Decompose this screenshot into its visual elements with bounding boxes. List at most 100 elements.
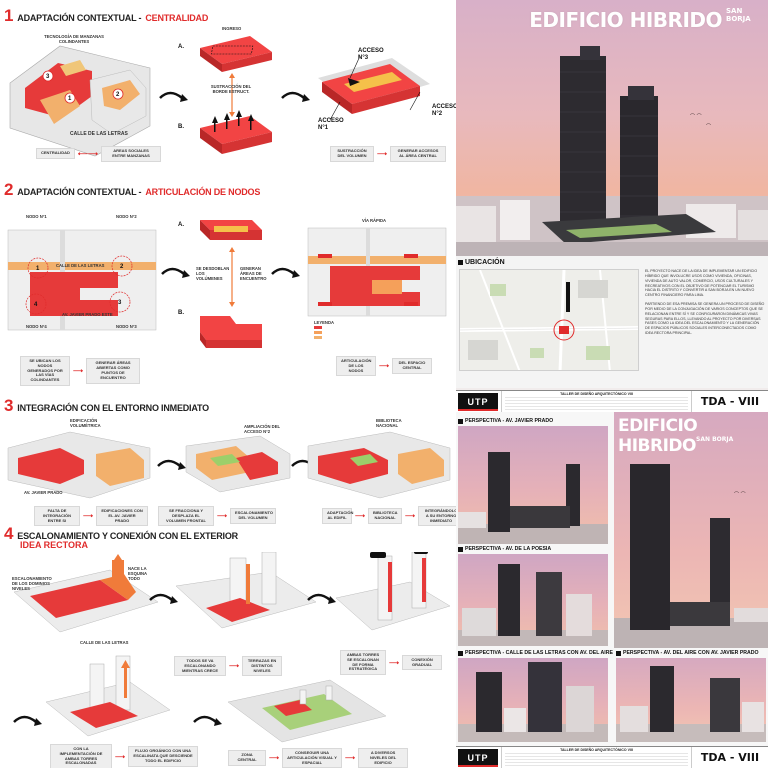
s4-diagram-1 [13, 554, 159, 633]
label-av-javier-3: AV. JAVIER PRADO [24, 490, 63, 495]
svg-text:⌒ ⌒: ⌒ ⌒ [690, 114, 702, 120]
label-nodo-2: NODO N°2 [116, 214, 137, 219]
ubicacion-label: UBICACIÓN [465, 259, 505, 266]
square-bullet-icon [458, 650, 463, 656]
perspective-render-1 [458, 426, 608, 544]
caption-s4-4: ZONA CENTRAL ⟶ CONSEGUIR UNA ARTICULACIÓ… [228, 748, 409, 768]
square-bullet-icon [458, 260, 463, 265]
s4-diagram-2 [175, 552, 317, 629]
perspective-render-4 [616, 658, 766, 742]
ubicacion-panel: UBICACIÓN EL PROYECTO NACE DE LA I [456, 256, 768, 388]
perspective-title: PERSPECTIVA - AV. JAVIER PRADO [465, 418, 554, 424]
section-4-title: 4 ESCALONAMIENTO Y CONEXIÓN CON EL EXTER… [4, 524, 238, 544]
caption-s3-1: FALTA DE INTEGRACIÓN ENTRE SI ⟶ EDIFICAC… [34, 506, 149, 527]
render-drawing: ⌒ ⌒ [614, 464, 768, 648]
caption-box: BIBLIOTECA NACIONAL [368, 508, 403, 524]
label-a-2: A. [178, 222, 184, 228]
section-3-diagrams [7, 431, 451, 499]
label-b-2: B. [178, 310, 184, 316]
title-block: TALLER DE DISEÑO ARQUITECTÓNICO VIII [501, 391, 692, 412]
tower-render: ⌒ ⌒ ⌒ [456, 46, 768, 256]
caption-s1-2: SUSTRACCIÓN DEL VOLUMEN ⟶ GENERAR ACCESO… [330, 146, 447, 162]
label-nodo-3: NODO N°3 [116, 324, 137, 329]
render-drawing [458, 662, 608, 742]
render-drawing [458, 452, 608, 544]
svg-text:⌒ ⌒: ⌒ ⌒ [734, 492, 746, 498]
caption-box: SE UBICAN LOS NODOS GENERADOS POR LAS VÍ… [20, 356, 70, 386]
idea-rectora-label: IDEA RECTORA [20, 540, 89, 550]
diagram-board: 1 ADAPTACIÓN CONTEXTUAL - CENTRALIDAD 3 … [4, 6, 465, 768]
section-1-title: 1 ADAPTACIÓN CONTEXTUAL - CENTRALIDAD [4, 6, 208, 26]
label-sustraccion: SUSTRACCIÓN DEL BORDE ESTRUCT. [210, 84, 252, 95]
label-acceso-2: ACCESO N°2 [432, 104, 458, 117]
label-av-javier: AV. JAVIER PRADO ESTE [62, 312, 113, 317]
logo-bar [458, 764, 498, 767]
svg-text:1: 1 [68, 96, 72, 102]
svg-text:4: 4 [34, 302, 38, 308]
section-number: 2 [4, 180, 14, 199]
label-b: B. [178, 124, 184, 130]
sheet-footer-2: UTP TALLER DE DISEÑO ARQUITECTÓNICO VIII… [456, 746, 768, 768]
arrow-icon: ⟶ [355, 513, 366, 521]
course-code: TDA - VIII [700, 751, 760, 764]
perspective-label-4: PERSPECTIVA - AV. DEL AIRE CON AV. JAVIE… [616, 650, 759, 656]
section-title-accent: CENTRALIDAD [145, 13, 209, 23]
description-paragraph-2: PARTIENDO DE ESA PREMISA SE GENERA UN PR… [645, 302, 765, 336]
perspective-title: PERSPECTIVA - AV. DEL AIRE CON AV. JAVIE… [623, 650, 759, 656]
arrow-icon: ⟶ [379, 363, 390, 371]
title-block-lines [505, 397, 688, 410]
caption-box: SE FRACCIONA Y DESPLAZA EL VOLUMEN FRONT… [158, 506, 214, 527]
arrow-icon: ⟶ [73, 367, 84, 375]
label-generan: GENERAN ÁREAS DE ENCUENTRO [240, 266, 267, 282]
svg-text:2: 2 [116, 92, 120, 98]
caption-box: ADAPTACIÓN AL EDIFIL [322, 508, 353, 524]
arrow-icon: ⟶ [377, 150, 388, 158]
caption-box: ZONA CENTRAL [228, 750, 266, 766]
label-leyenda: LEYENDA [314, 320, 335, 325]
caption-box: TODOS SE VA ESCALONANDO MIENTRAS CRECE [174, 656, 226, 677]
svg-text:1: 1 [36, 266, 40, 272]
project-description: EL PROYECTO NACE DE LA IDEA DE IMPLEMENT… [645, 269, 765, 340]
arrow-icon: ⟶ [217, 513, 228, 521]
label-acceso-3: ACCESO N°3 [358, 48, 384, 61]
utp-logo-text: UTP [467, 396, 489, 407]
label-escalonamiento: ESCALONAMIENTO DE LOS DOMINIOS NIVELES [12, 576, 52, 592]
caption-s3-2: SE FRACCIONA Y DESPLAZA EL VOLUMEN FRONT… [158, 506, 277, 527]
perspective-title: PERSPECTIVA - AV. DE LA POESIA [465, 546, 552, 552]
section-1-diagrams: 3 1 2 [9, 36, 430, 157]
diagram-b [200, 110, 272, 154]
section-title-accent: ARTICULACIÓN DE NODOS [145, 187, 261, 197]
arrow-icon: ⟶ [345, 755, 356, 763]
caption-box: CONSEGUIR UNA ARTICULACIÓN VISUAL Y ESPA… [282, 748, 343, 768]
section-number: 4 [4, 524, 14, 543]
caption-box: DEL ESPACIO CENTRAL [392, 358, 433, 374]
caption-box: A DIVERSOS NIVELES DEL EDIFICIO [358, 748, 409, 768]
hero-render: ⌒ ⌒ ⌒ EDIFICIO HIBRIDO SAN BORJA [456, 0, 768, 256]
course-code: TDA - VIII [700, 395, 760, 408]
render-drawing [458, 564, 608, 646]
section-title-main: ESCALONAMIENTO Y CONEXIÓN CON EL EXTERIO… [17, 531, 238, 541]
label-biblioteca: BIBLIOTECA NACIONAL [376, 418, 402, 429]
caption-box: INTEGRÁNDOLO A SU ENTORNO INMEDIATO [418, 506, 465, 527]
caption-s2-2: ARTICULACIÓN DE LOS NODOS ⟶ DEL ESPACIO … [336, 356, 433, 377]
description-paragraph-1: EL PROYECTO NACE DE LA IDEA DE IMPLEMENT… [645, 269, 758, 298]
s4-diagram-5 [227, 679, 387, 743]
section-title-main: INTEGRACIÓN CON EL ENTORNO INMEDIATO [17, 403, 209, 413]
label-via-rapida: VÍA RÁPIDA [362, 218, 387, 223]
caption-box: CONEXIÓN GRADUAL [402, 654, 443, 671]
hero-subtitle-2: SAN BORJA [696, 436, 734, 443]
caption-s4-3: CON LA IMPLEMENTACIÓN DE AMBAS TORRES ES… [50, 744, 199, 768]
label-acceso-1: ACCESO N°1 [318, 118, 344, 131]
svg-text:⌒: ⌒ [706, 124, 711, 130]
caption-box: AREAS SOCIALES ENTRE MANZANAS [100, 146, 161, 162]
perspective-label-2: PERSPECTIVA - AV. DE LA POESIA [458, 546, 551, 552]
label-nodo-1: NODO N°1 [26, 214, 47, 219]
location-map [459, 269, 639, 371]
label-nodo-4: NODO N°4 [26, 324, 47, 329]
section-title-main: ADAPTACIÓN CONTEXTUAL - [17, 187, 142, 197]
section-title-main: ADAPTACIÓN CONTEXTUAL - [17, 13, 142, 23]
arrow-icon: ⟵⟶ [77, 150, 98, 158]
svg-text:3: 3 [46, 74, 50, 80]
course-name: TALLER DE DISEÑO ARQUITECTÓNICO VIII [560, 748, 633, 752]
label-calle-letras-2: CALLE DE LAS LETRAS [56, 263, 105, 268]
